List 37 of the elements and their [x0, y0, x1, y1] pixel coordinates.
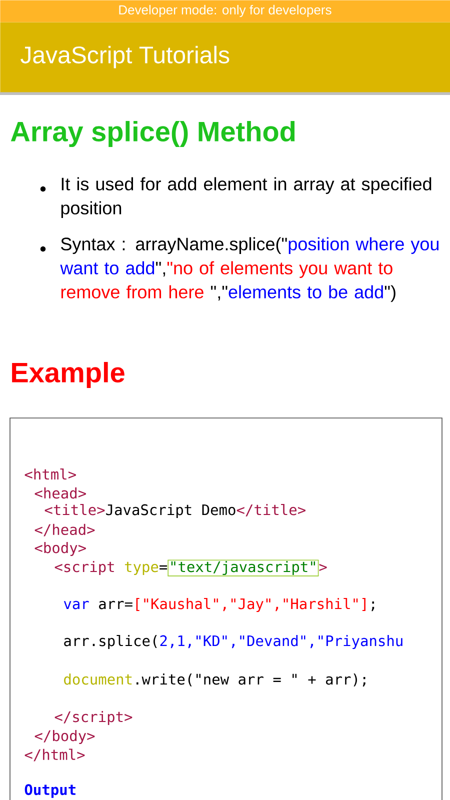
app-bar: JavaScript Tutorials [0, 22, 450, 92]
label: elements to be add [228, 285, 383, 298]
node-label: type [124, 562, 158, 576]
label: want to add [60, 261, 154, 274]
output-heading: Output [24, 784, 76, 798]
bullet-text: Syntax : arrayName.splice("position where you want to add","no of elements you want to remove from here ","elements to be add") [60, 237, 438, 302]
code-line: </script> [54, 710, 132, 726]
label: "no of elements you want to [167, 261, 392, 278]
node-label: = [160, 565, 168, 570]
node-label: "text/javascript" [171, 560, 315, 576]
label: position where you [288, 237, 439, 254]
heading: Example [12, 362, 124, 388]
node-label: <script [54, 560, 114, 576]
label: Syntax : arrayName.splice(" [61, 237, 287, 254]
code-line: var arr= ["Kaushal","Jay","Harshil"] ; [64, 598, 374, 612]
label: remove from here [61, 285, 204, 298]
label: ", [156, 262, 166, 277]
node-label: arr= [99, 600, 132, 610]
code-line: <html> [24, 468, 76, 480]
code-line: </body> [34, 730, 95, 744]
label: ") [384, 285, 396, 302]
code-line: </html> [24, 748, 85, 762]
node-label: var [64, 600, 89, 610]
bullet-text: It is used for add element in array at specified position [61, 177, 432, 218]
node-label: > [319, 564, 327, 572]
code-line: arr.splice( 2,1,"KD","Devand","Priyanshu [64, 634, 402, 650]
status-bar: Developer mode: only for developers [0, 0, 450, 22]
node-label: ; [372, 602, 374, 612]
label: "," [211, 286, 228, 301]
code-line: <title>JavaScript Demo</title> [44, 504, 306, 518]
code-line: <head> [34, 487, 86, 499]
code-line: </head> [34, 524, 95, 536]
node-label: ["Kaushal","Jay","Harshil"] [136, 598, 366, 612]
code-line: <script type= "text/javascript" > [54, 560, 327, 576]
heading: Array splice() Method [10, 120, 295, 148]
code-line: <body> [34, 542, 86, 556]
code-line: document .write("new arr = " + arr); [64, 673, 366, 687]
